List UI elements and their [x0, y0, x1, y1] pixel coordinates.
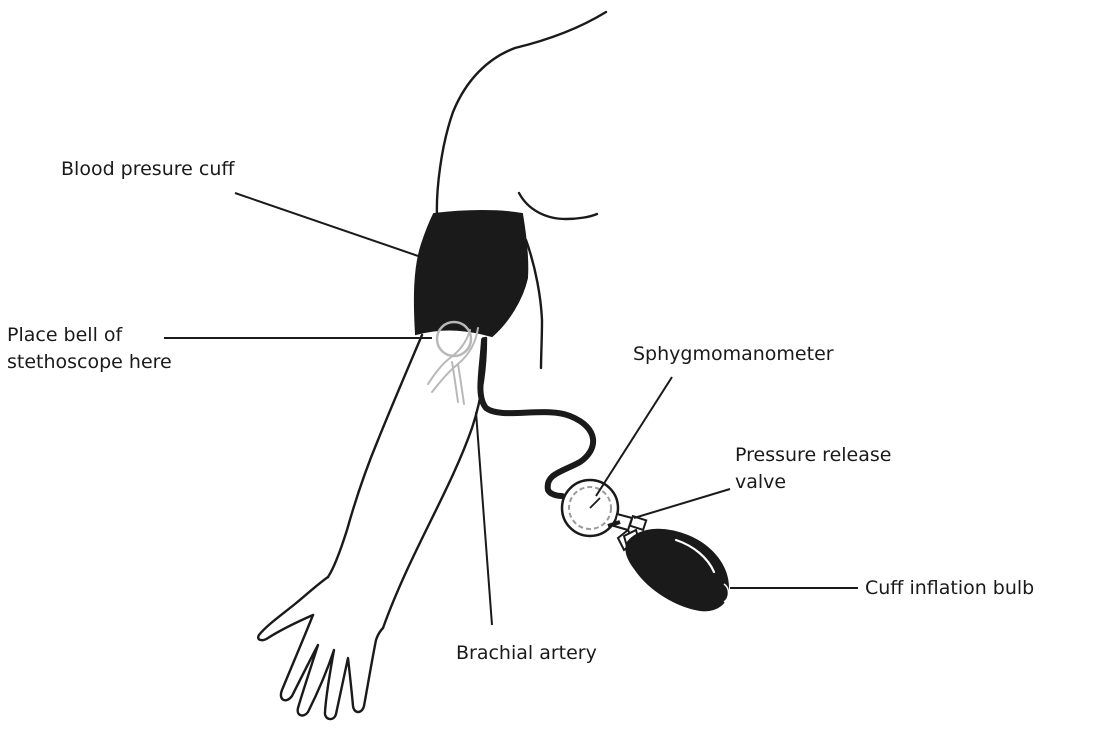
sphygmomanometer-leader [596, 377, 672, 496]
sphygmomanometer-label: Sphygmomanometer [633, 343, 834, 365]
valve-label-line2: valve [735, 471, 786, 493]
stethoscope-label-line2: stethoscope here [7, 351, 172, 373]
hand-fingers [281, 615, 383, 719]
bulb-label: Cuff inflation bulb [865, 577, 1034, 599]
arm-outline [258, 12, 606, 719]
thumb [258, 577, 328, 640]
forearm-outer [328, 335, 422, 577]
sphygmomanometer-gauge-icon [562, 480, 618, 536]
blood-pressure-cuff [415, 211, 527, 336]
cuff-inflation-bulb-icon [626, 530, 728, 611]
cuff-label: Blood presure cuff [61, 158, 235, 180]
stethoscope-label-line1: Place bell of [7, 324, 124, 346]
cuff-leader [235, 193, 424, 258]
valve-label-line1: Pressure release [735, 444, 891, 466]
forearm-inner [383, 338, 486, 628]
artery-label: Brachial artery [456, 642, 597, 664]
valve-leader [634, 489, 730, 518]
upper-arm-back [526, 240, 542, 368]
artery-leader [476, 412, 492, 625]
shoulder-contour [437, 12, 606, 217]
cuff-tubing [480, 340, 593, 496]
armpit-contour [519, 193, 597, 219]
